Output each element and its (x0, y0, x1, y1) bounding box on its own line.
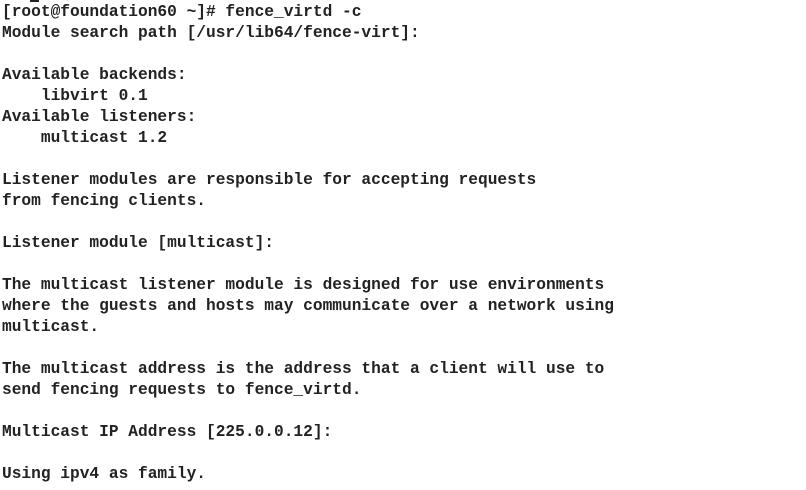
terminal-line-listener-multicast: multicast 1.2 (2, 129, 168, 147)
terminal-line-blank (2, 149, 614, 170)
terminal-line-multicast-desc-3: multicast. (2, 318, 100, 336)
terminal-line-blank (2, 44, 614, 65)
terminal-line-available-backends: Available backends: (2, 66, 187, 84)
terminal-line-prompt: [root@foundation60 ~]# fence_virtd -c (2, 3, 362, 21)
terminal-line-blank (2, 212, 614, 233)
terminal-line-blank (2, 338, 614, 359)
terminal-line-address-desc-2: send fencing requests to fence_virtd. (2, 381, 362, 399)
terminal-line-multicast-ip-prompt: Multicast IP Address [225.0.0.12]: (2, 423, 333, 441)
previous-line-fragment (30, 0, 39, 2)
terminal-line-backend-libvirt: libvirt 0.1 (2, 87, 148, 105)
terminal-line-blank (2, 254, 614, 275)
terminal-line-listener-desc-1: Listener modules are responsible for acc… (2, 171, 537, 189)
terminal-line-multicast-desc-2: where the guests and hosts may communica… (2, 297, 614, 315)
terminal-line-available-listeners: Available listeners: (2, 108, 197, 126)
terminal-line-listener-module-prompt: Listener module [multicast]: (2, 234, 274, 252)
terminal-line-multicast-desc-1: The multicast listener module is designe… (2, 276, 605, 294)
terminal-line-blank (2, 443, 614, 464)
terminal-line-blank (2, 401, 614, 422)
terminal-line-using-ipv4: Using ipv4 as family. (2, 465, 206, 483)
terminal-line-address-desc-1: The multicast address is the address tha… (2, 360, 605, 378)
terminal-output: [root@foundation60 ~]# fence_virtd -c Mo… (2, 2, 614, 485)
terminal-line-module-search-path: Module search path [/usr/lib64/fence-vir… (2, 24, 420, 42)
terminal-line-listener-desc-2: from fencing clients. (2, 192, 206, 210)
